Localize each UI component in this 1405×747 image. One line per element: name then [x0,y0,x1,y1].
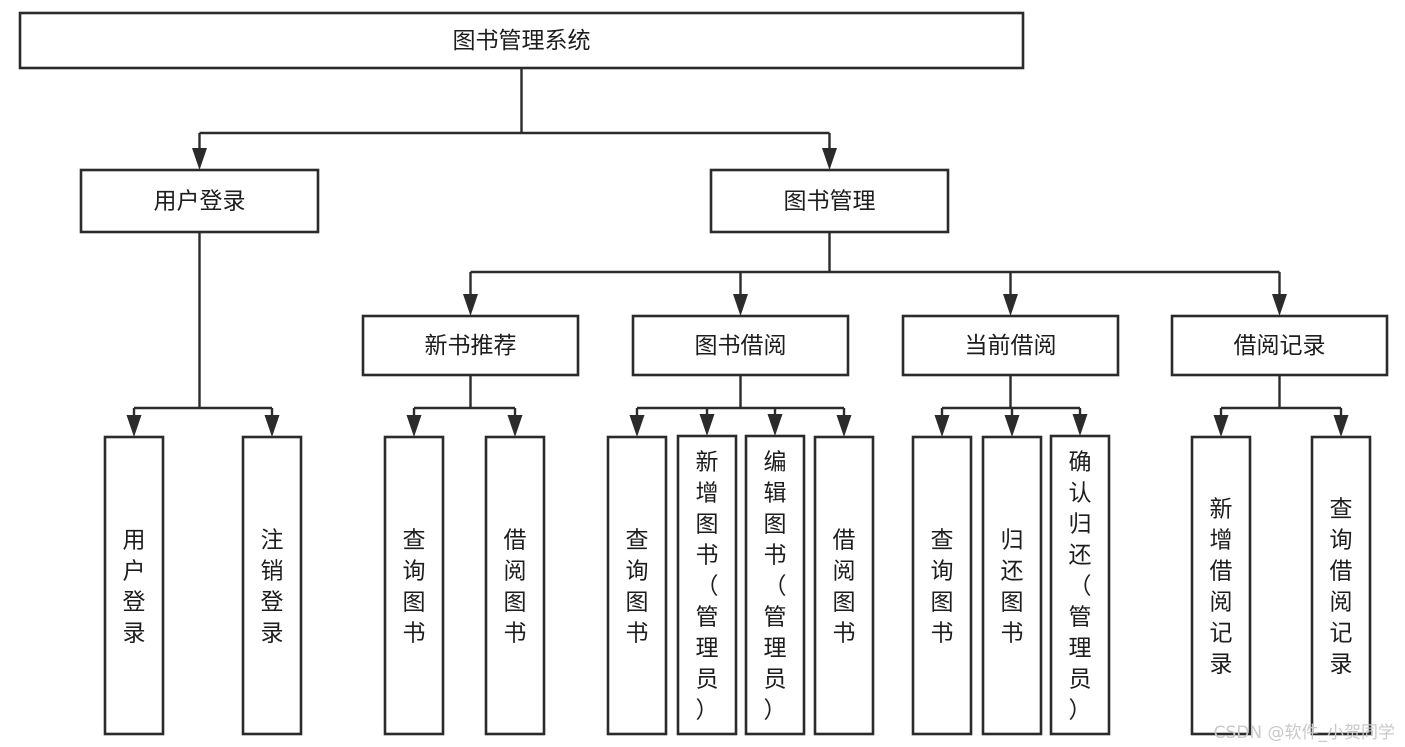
node-box-leaf-confirm-return [1049,434,1111,736]
node-label-leaf-edit-book: 编辑图书（管理员） [764,450,787,724]
book-manage-branch-3-arrowhead [1272,294,1287,316]
node-box-leaf-user-login [103,435,165,736]
node-label-leaf-return-book: 归还图书 [1001,528,1024,647]
book-borrow-leaves-branch-3-arrowhead [836,415,852,437]
node-leaf-query-book-borrow[interactable]: 查询图书 [606,435,668,736]
node-box-leaf-return-book [981,435,1043,736]
node-box-user-login [79,168,320,234]
node-current-borrow[interactable]: 当前借阅 [901,314,1120,377]
node-borrow-record[interactable]: 借阅记录 [1170,314,1389,377]
book-manage-branch-2-arrowhead [1003,294,1018,316]
book-borrow-leaves-branch-0-arrowhead [629,415,645,437]
node-label-user-login: 用户登录 [154,189,246,215]
node-label-book-manage: 图书管理 [784,189,876,215]
node-box-new-book-recommend [361,314,580,377]
node-root[interactable]: 图书管理系统 [18,11,1025,70]
node-label-book-borrow: 图书借阅 [695,333,787,359]
node-box-leaf-query-record [1310,435,1372,736]
new-book-recommend-leaves-branch-1-arrowhead [507,415,523,437]
node-box-book-borrow [631,314,850,377]
node-label-leaf-confirm-return: 确认归还（管理员） [1069,450,1092,724]
node-label-current-borrow: 当前借阅 [965,333,1057,359]
node-box-leaf-borrow-book-rec [484,435,546,736]
node-leaf-borrow-book[interactable]: 借阅图书 [813,435,875,736]
book-borrow-leaves-branch-1-arrowhead [699,414,715,436]
node-leaf-query-book-rec[interactable]: 查询图书 [383,435,445,736]
node-label-leaf-user-login: 用户登录 [123,528,146,647]
node-user-login[interactable]: 用户登录 [79,168,320,234]
current-borrow-leaves-branch-0-arrowhead [934,415,950,437]
node-label-leaf-query-book-borrow: 查询图书 [626,528,649,647]
node-box-book-manage [709,168,950,234]
node-label-root: 图书管理系统 [453,28,591,54]
node-leaf-user-login[interactable]: 用户登录 [103,435,165,736]
book-manage-branch-1-arrowhead [733,294,748,316]
node-box-leaf-borrow-book [813,435,875,736]
node-box-leaf-query-book-current [911,435,973,736]
node-label-leaf-query-record: 查询借阅记录 [1330,497,1353,678]
node-label-leaf-borrow-book-rec: 借阅图书 [504,528,527,647]
node-box-leaf-add-book [676,434,738,736]
node-leaf-return-book[interactable]: 归还图书 [981,435,1043,736]
book-borrow-leaves-branch-2-arrowhead [767,414,783,436]
node-leaf-edit-book[interactable]: 编辑图书（管理员） [744,434,806,736]
node-label-leaf-query-book-current: 查询图书 [931,528,954,647]
node-leaf-logout-login[interactable]: 注销登录 [241,435,303,736]
user-login-leaves-branch-0-arrowhead [126,415,142,437]
node-box-current-borrow [901,314,1120,377]
book-manage-branch-0-arrowhead [463,294,478,316]
node-box-leaf-logout-login [241,435,303,736]
user-login-leaves-branch-1-arrowhead [264,415,280,437]
borrow-record-leaves-branch-1-arrowhead [1333,415,1349,437]
node-box-leaf-edit-book [744,434,806,736]
node-label-leaf-query-book-rec: 查询图书 [403,528,426,647]
node-book-borrow[interactable]: 图书借阅 [631,314,850,377]
csdn-watermark: CSDN @软件_小贺同学 [1213,723,1395,743]
node-leaf-add-record[interactable]: 新增借阅记录 [1190,435,1252,736]
node-label-leaf-add-book: 新增图书（管理员） [696,450,719,724]
node-leaf-confirm-return[interactable]: 确认归还（管理员） [1049,434,1111,736]
node-box-leaf-add-record [1190,435,1252,736]
node-leaf-query-record[interactable]: 查询借阅记录 [1310,435,1372,736]
root-branch-0-arrowhead [192,148,207,170]
borrow-record-leaves-branch-0-arrowhead [1213,415,1229,437]
node-label-borrow-record: 借阅记录 [1234,333,1326,359]
node-new-book-recommend[interactable]: 新书推荐 [361,314,580,377]
node-label-leaf-add-record: 新增借阅记录 [1210,497,1233,678]
node-box-root [18,11,1025,70]
current-borrow-leaves-branch-2-arrowhead [1072,414,1088,436]
node-box-borrow-record [1170,314,1389,377]
new-book-recommend-leaves-branch-0-arrowhead [406,415,422,437]
node-leaf-query-book-current[interactable]: 查询图书 [911,435,973,736]
node-leaf-add-book[interactable]: 新增图书（管理员） [676,434,738,736]
node-box-leaf-query-book-borrow [606,435,668,736]
node-box-leaf-query-book-rec [383,435,445,736]
node-label-leaf-logout-login: 注销登录 [261,528,284,647]
current-borrow-leaves-branch-1-arrowhead [1004,415,1020,437]
node-label-new-book-recommend: 新书推荐 [425,333,517,359]
root-branch-1-arrowhead [822,148,837,170]
node-leaf-borrow-book-rec[interactable]: 借阅图书 [484,435,546,736]
node-book-manage[interactable]: 图书管理 [709,168,950,234]
node-label-leaf-borrow-book: 借阅图书 [833,528,856,647]
